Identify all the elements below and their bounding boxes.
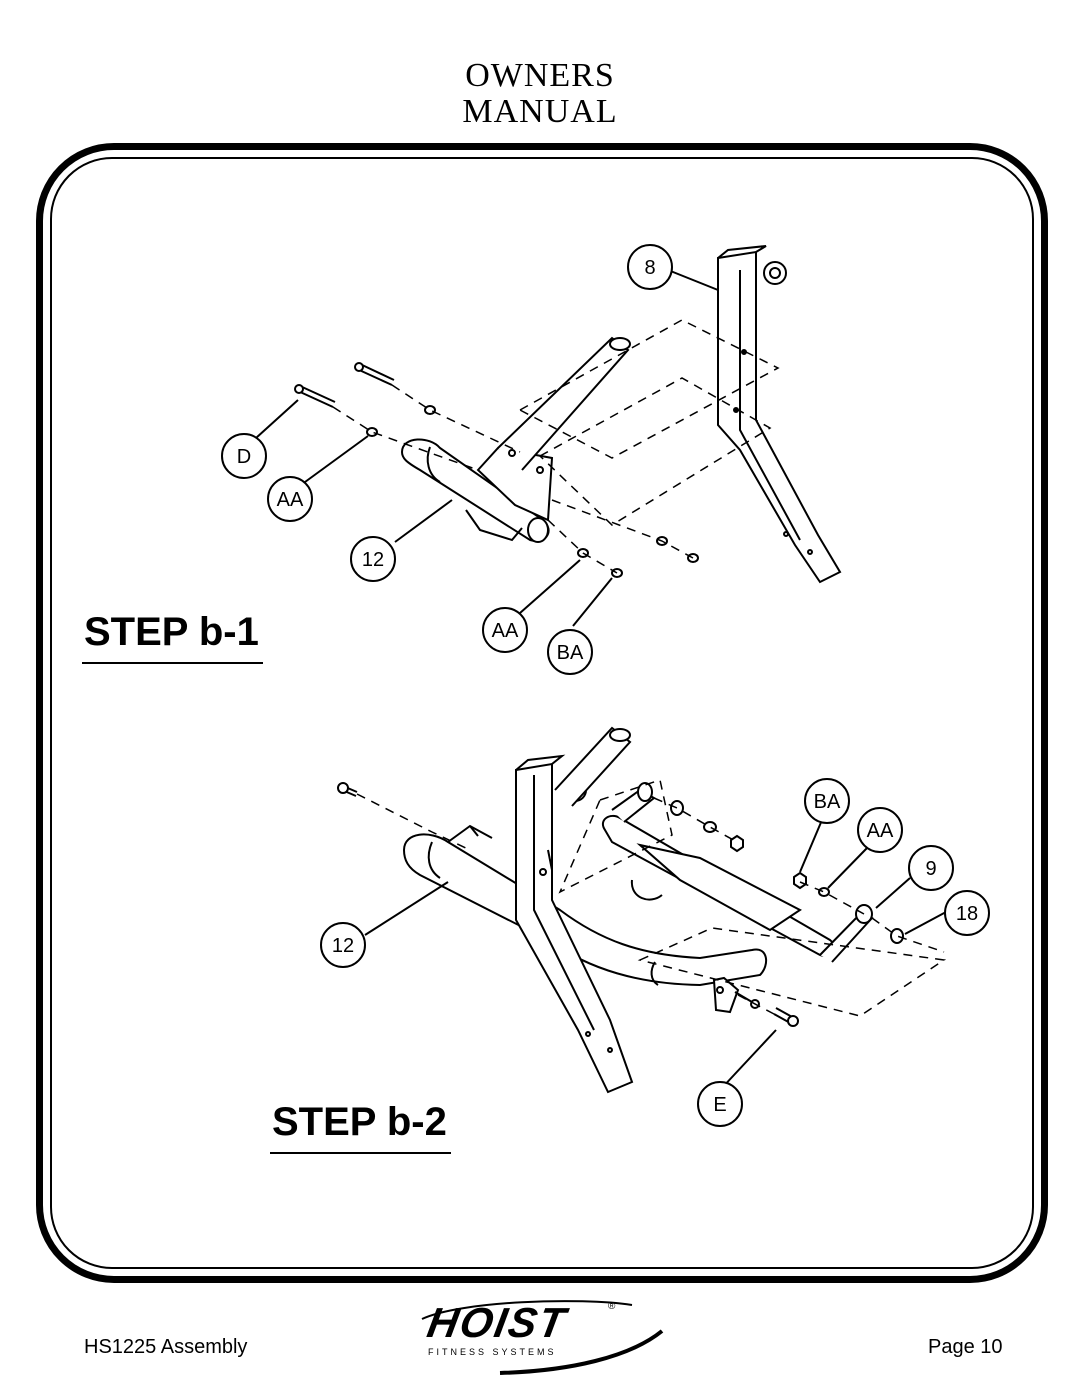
svg-text:9: 9 (925, 858, 936, 880)
callout-18: 18 (944, 890, 990, 936)
svg-text:18: 18 (956, 903, 978, 925)
callout-ba: BA (547, 629, 593, 675)
b2-upright (515, 726, 634, 1094)
b2-leader-lines (364, 819, 947, 1091)
callout-9: 9 (908, 845, 954, 891)
step-b1-title: STEP b-1 (82, 610, 263, 664)
svg-text:AA: AA (492, 620, 519, 642)
logo-brand: HOIST (423, 1299, 571, 1346)
callout-ba-2: BA (804, 778, 850, 824)
callout-aa-2: AA (482, 607, 528, 653)
svg-text:AA: AA (867, 820, 894, 842)
callout-12: 12 (350, 536, 396, 582)
svg-text:E: E (713, 1094, 726, 1116)
footer-page-number: Page 10 (928, 1336, 1003, 1358)
svg-text:8: 8 (644, 257, 655, 279)
part-12-curved-base (402, 824, 768, 987)
svg-text:12: 12 (332, 935, 354, 957)
page-frame-inner (50, 157, 1034, 1269)
b2-alignment-lines (356, 779, 947, 1017)
b1-leader-lines (255, 269, 719, 627)
callout-8: 8 (627, 244, 673, 290)
callout-e: E (697, 1081, 743, 1127)
hoist-logo: HOIST ® FITNESS SYSTEMS (400, 1297, 670, 1379)
logo-swoosh (421, 1300, 664, 1375)
b1-alignment-lines (332, 319, 780, 574)
callout-aa-1: AA (267, 476, 313, 522)
callout-d: D (221, 433, 267, 479)
callout-12-2: 12 (320, 922, 366, 968)
part-9-lever (601, 782, 874, 1014)
header-line-2: MANUAL (462, 93, 618, 130)
step-b2-title: STEP b-2 (270, 1100, 451, 1154)
page-frame-outer (36, 143, 1048, 1283)
footer-model: HS1225 Assembly (84, 1336, 248, 1358)
manual-header: OWNERS MANUAL (0, 58, 1080, 130)
svg-text:AA: AA (277, 489, 304, 511)
step-b2-illustration (337, 726, 947, 1094)
b1-callouts: 8 D AA 12 AA BA (221, 244, 673, 675)
svg-text:12: 12 (362, 549, 384, 571)
svg-text:BA: BA (814, 791, 841, 813)
part-8-upright (717, 245, 842, 584)
logo-registered-mark: ® (608, 1301, 616, 1312)
b2-callouts: BA AA 9 18 12 E (320, 778, 990, 1127)
step-b1-illustration (255, 245, 842, 627)
svg-text:BA: BA (557, 642, 584, 664)
svg-text:D: D (237, 446, 251, 468)
part-12-base (400, 336, 631, 543)
callout-aa-3: AA (857, 807, 903, 853)
header-line-1: OWNERS (465, 57, 615, 94)
logo-tagline: FITNESS SYSTEMS (428, 1347, 557, 1357)
